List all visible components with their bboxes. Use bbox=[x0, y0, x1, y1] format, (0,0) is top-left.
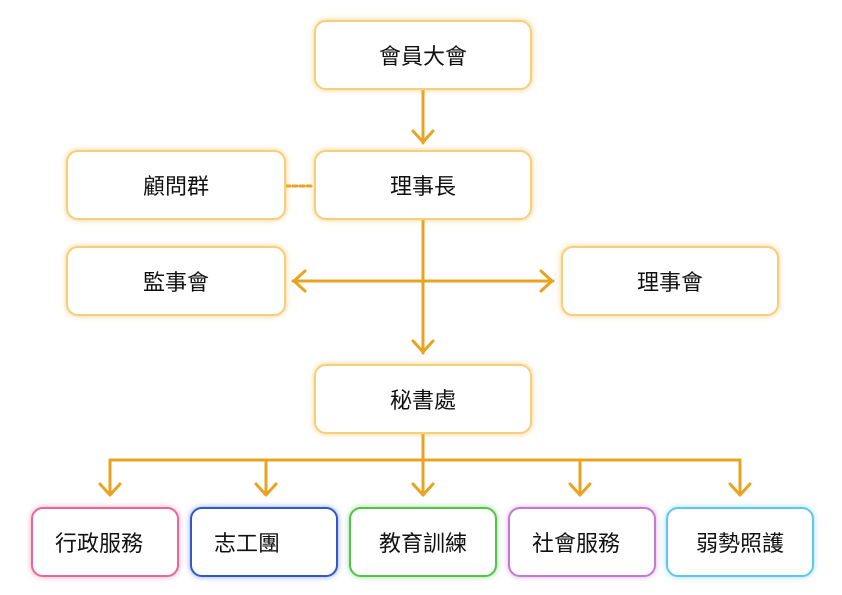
arrowhead-supervisors bbox=[292, 269, 307, 293]
arrowhead-dept-social bbox=[568, 482, 592, 497]
arrowhead-secretariat bbox=[411, 339, 435, 354]
arrowhead-chairman bbox=[411, 129, 435, 144]
arrowhead-dept-education bbox=[411, 482, 435, 497]
node-secretariat: 秘書處 bbox=[314, 364, 532, 434]
node-supervisors: 監事會 bbox=[66, 246, 286, 316]
node-dept-admin: 行政服務 bbox=[31, 507, 179, 577]
node-dept-education: 教育訓練 bbox=[349, 507, 497, 577]
node-chairman: 理事長 bbox=[314, 150, 532, 220]
node-general-assembly: 會員大會 bbox=[314, 20, 532, 90]
node-dept-volunteer-label: 志工團 bbox=[214, 532, 281, 557]
node-dept-care-label: 弱勢照護 bbox=[695, 532, 784, 557]
node-dept-education-label: 教育訓練 bbox=[378, 532, 467, 557]
node-general-assembly-label: 會員大會 bbox=[378, 45, 467, 70]
node-supervisors-label: 監事會 bbox=[142, 271, 209, 296]
node-dept-social-label: 社會服務 bbox=[532, 532, 621, 557]
arrowhead-dept-care bbox=[728, 482, 752, 497]
node-board: 理事會 bbox=[561, 246, 779, 316]
node-chairman-label: 理事長 bbox=[389, 175, 456, 200]
node-secretariat-label: 秘書處 bbox=[389, 389, 456, 414]
node-dept-admin-label: 行政服務 bbox=[55, 532, 144, 557]
node-dept-care: 弱勢照護 bbox=[666, 507, 814, 577]
arrowhead-dept-volunteer bbox=[254, 482, 278, 497]
arrowhead-dept-admin bbox=[98, 482, 122, 497]
node-dept-volunteer: 志工團 bbox=[190, 507, 338, 577]
node-advisors-label: 顧問群 bbox=[142, 175, 209, 200]
node-advisors: 顧問群 bbox=[66, 150, 286, 220]
node-dept-social: 社會服務 bbox=[508, 507, 656, 577]
arrowhead-board bbox=[539, 269, 554, 293]
node-board-label: 理事會 bbox=[636, 271, 703, 296]
